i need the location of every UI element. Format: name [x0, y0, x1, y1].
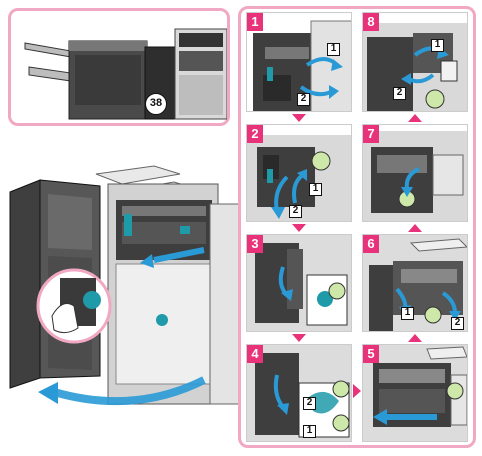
step-8-illustration [363, 23, 467, 111]
step-number: 1 [247, 13, 263, 31]
step-number: 6 [363, 235, 379, 253]
sub-label: 2 [289, 205, 302, 218]
step-3-illustration [247, 235, 351, 331]
step-6-illustration [363, 235, 467, 331]
sub-label: 2 [451, 317, 464, 330]
step-7-illustration [363, 131, 467, 221]
step-5-illustration [363, 345, 467, 441]
sub-label: 2 [303, 397, 316, 410]
sub-label: 2 [393, 87, 406, 100]
overview-machine-illustration [24, 28, 228, 120]
sub-label: 1 [309, 183, 322, 196]
step-number: 5 [363, 345, 379, 363]
step-number: 3 [247, 235, 263, 253]
step-panel-4: 4 2 1 [246, 344, 352, 442]
step-panel-7: 7 [362, 124, 468, 222]
step-panel-5: 5 [362, 344, 468, 442]
step-panel-8: 8 1 2 [362, 12, 468, 112]
step-number: 8 [363, 13, 379, 31]
step-panel-1: 1 1 2 [246, 12, 352, 112]
main-machine-illustration [9, 165, 244, 406]
step-panel-3: 3 [246, 234, 352, 332]
step-number: 2 [247, 125, 263, 143]
overview-callout-badge: 38 [145, 93, 167, 115]
step-1-illustration [253, 20, 351, 111]
sub-label: 2 [297, 93, 310, 106]
overview-frame: 38 [8, 8, 230, 126]
sub-label: 1 [327, 43, 340, 56]
step-panel-6: 6 1 2 [362, 234, 468, 332]
sub-label: 1 [401, 307, 414, 320]
sub-label: 1 [431, 39, 444, 52]
step-panel-2: 2 1 2 [246, 124, 352, 222]
step-4-illustration [247, 345, 351, 441]
step-number: 7 [363, 125, 379, 143]
sub-label: 1 [303, 425, 316, 438]
step-number: 4 [247, 345, 263, 363]
